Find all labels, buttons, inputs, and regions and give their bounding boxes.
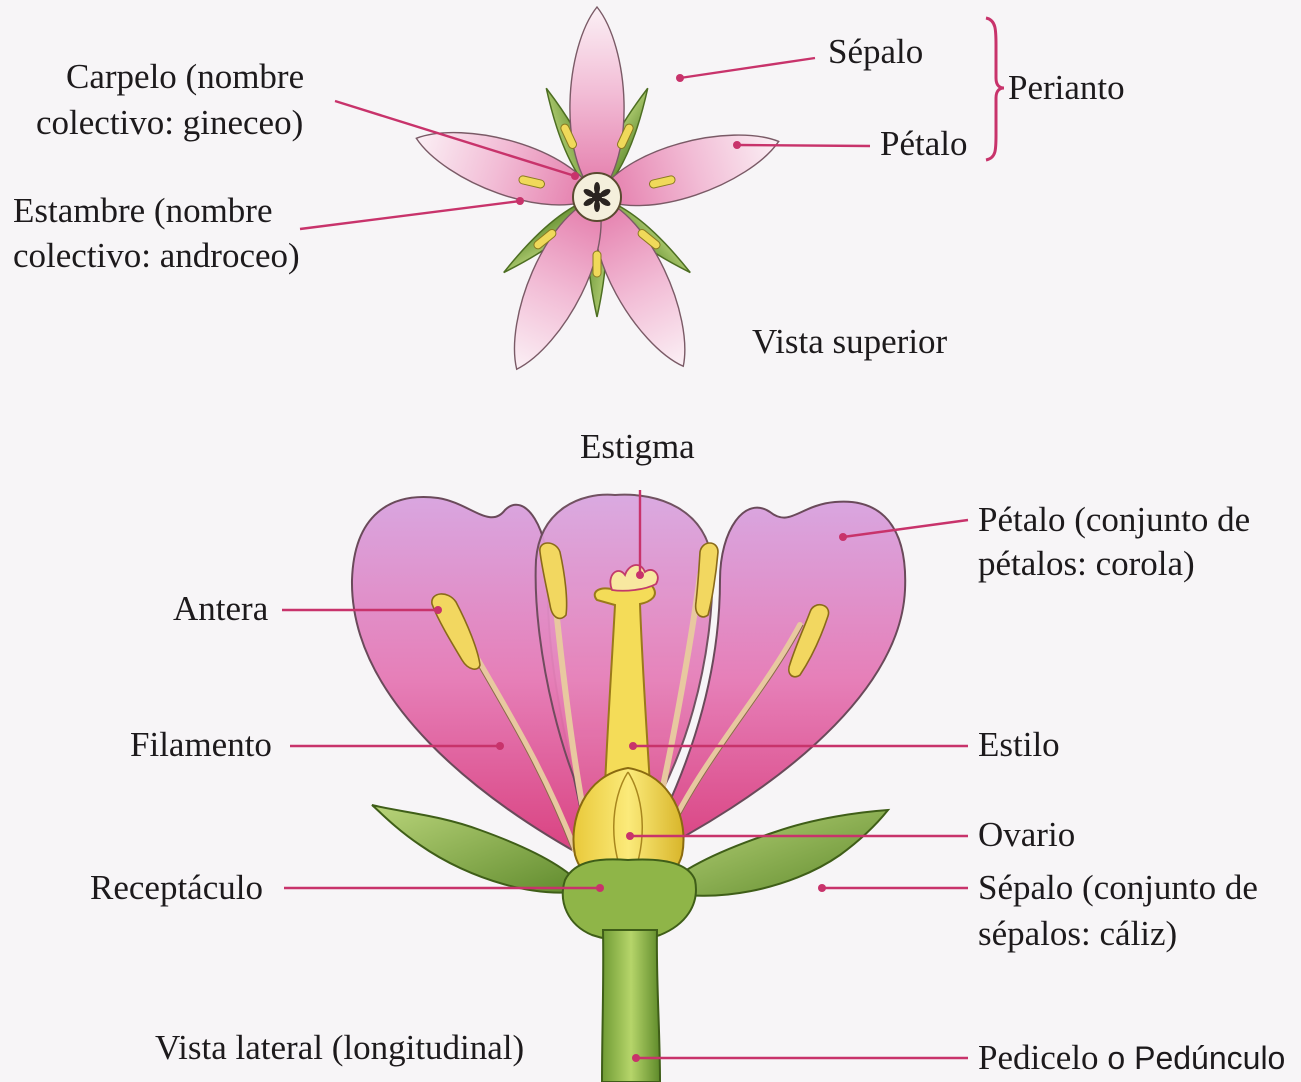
label-sepalo-side-line2: sépalos: cáliz) bbox=[978, 912, 1177, 956]
label-carpelo-line1: Carpelo (nombre bbox=[66, 55, 304, 99]
label-estigma: Estigma bbox=[580, 425, 695, 469]
label-antera: Antera bbox=[173, 587, 268, 631]
label-pedicelo: Pedicelo o Pedúnculo bbox=[978, 1036, 1285, 1080]
label-filamento: Filamento bbox=[130, 723, 272, 767]
label-petalo-top: Pétalo bbox=[880, 122, 967, 166]
label-pedunculo-text: o Pedúnculo bbox=[1099, 1040, 1286, 1076]
label-carpelo-line2: colectivo: gineceo) bbox=[36, 101, 303, 145]
label-petalo-side-line2: pétalos: corola) bbox=[978, 542, 1195, 586]
top-view-flower bbox=[408, 7, 787, 381]
label-ovario: Ovario bbox=[978, 813, 1075, 857]
perianto-brace bbox=[986, 18, 1004, 160]
label-sepalo-top: Sépalo bbox=[828, 30, 923, 74]
label-petalo-side-line1: Pétalo (conjunto de bbox=[978, 498, 1250, 542]
label-estilo: Estilo bbox=[978, 723, 1060, 767]
label-perianto: Perianto bbox=[1008, 66, 1125, 110]
label-estambre-line1: Estambre (nombre bbox=[13, 189, 273, 233]
label-receptaculo: Receptáculo bbox=[90, 866, 263, 910]
side-receptacle bbox=[563, 859, 696, 940]
label-pedicelo-text: Pedicelo bbox=[978, 1038, 1099, 1077]
label-vista-superior: Vista superior bbox=[752, 320, 947, 364]
label-vista-lateral: Vista lateral (longitudinal) bbox=[155, 1026, 524, 1070]
label-estambre-line2: colectivo: androceo) bbox=[13, 234, 300, 278]
side-view-flower bbox=[352, 495, 905, 1082]
label-sepalo-side-line1: Sépalo (conjunto de bbox=[978, 866, 1258, 910]
